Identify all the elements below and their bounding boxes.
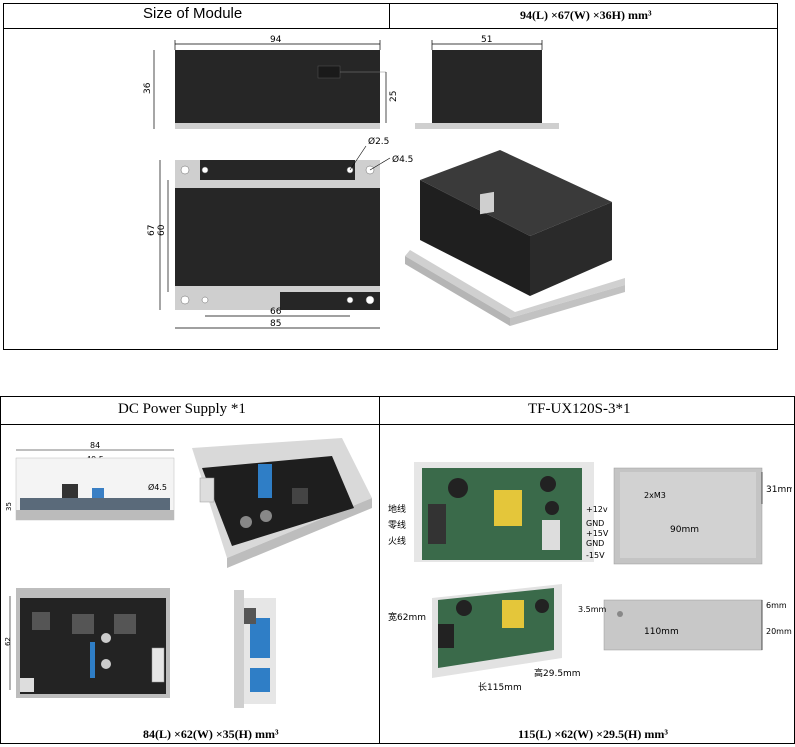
dim-phi-4-5: Ø4.5 bbox=[392, 154, 413, 165]
label-20mm: 20mm bbox=[766, 627, 792, 636]
label-31mm: 31mm bbox=[766, 485, 792, 495]
module-table bbox=[3, 3, 778, 350]
module-front-view: 94 36 25 bbox=[143, 35, 399, 129]
dc-hole-label: Ø4.5 bbox=[148, 482, 167, 492]
dc-power-spec: 84(L) ×62(W) ×35(H) mm³ bbox=[143, 727, 279, 741]
module-3d-render bbox=[405, 150, 625, 326]
dim-84: 84 bbox=[90, 441, 100, 450]
dim-phi-2-5: Ø2.5 bbox=[368, 136, 389, 147]
module-table-col-divider bbox=[389, 3, 390, 29]
tf-pcb-photo bbox=[414, 462, 594, 562]
tf-board-iso-photo bbox=[432, 584, 562, 678]
tf-ux-drawing: 地线 零线 火线 +12v GND +15V GND -15V 2xM3 90m… bbox=[388, 462, 792, 693]
label-plus12: +12v bbox=[586, 505, 608, 514]
label-neutral: 零线 bbox=[388, 519, 406, 531]
dim-85: 85 bbox=[270, 319, 281, 329]
label-minus15: -15V bbox=[586, 551, 605, 560]
label-90mm: 90mm bbox=[670, 525, 699, 535]
dim-62: 62 bbox=[4, 637, 12, 646]
dc-side-view: 84 49.5 Ø4.5 35 bbox=[5, 441, 175, 521]
dim-51: 51 bbox=[481, 35, 492, 45]
dc-iso-view bbox=[192, 438, 372, 568]
dim-35: 35 bbox=[5, 502, 13, 511]
dim-60: 60 bbox=[157, 224, 167, 236]
label-gnd2: GND bbox=[586, 539, 604, 548]
module-plan-view: 67 60 66 85 Ø2.5 Ø4.5 bbox=[147, 136, 413, 329]
label-live: 地线 bbox=[388, 503, 406, 515]
tf-case-side-photo bbox=[603, 599, 763, 651]
label-plus15: +15V bbox=[586, 529, 609, 538]
label-width62: 宽62mm bbox=[388, 611, 426, 623]
module-drawing: 94 36 25 51 67 60 66 bbox=[143, 35, 625, 329]
module-header-label: Size of Module bbox=[143, 5, 243, 22]
dim-25: 25 bbox=[389, 91, 399, 102]
power-table-col-divider bbox=[379, 396, 380, 744]
label-gnd1: GND bbox=[586, 519, 604, 528]
module-side-view: 51 bbox=[415, 35, 559, 129]
dc-power-header: DC Power Supply *1 bbox=[118, 401, 246, 417]
dc-power-drawing: 84 49.5 Ø4.5 35 62 bbox=[4, 438, 372, 708]
tf-case-top-photo bbox=[613, 467, 763, 565]
label-2xm3: 2xM3 bbox=[644, 491, 666, 500]
label-fire: 火线 bbox=[388, 535, 406, 547]
label-110mm: 110mm bbox=[644, 627, 679, 637]
dim-66: 66 bbox=[270, 307, 282, 317]
dim-67: 67 bbox=[147, 225, 157, 236]
power-table-header-divider bbox=[0, 424, 795, 425]
dc-board-side-view bbox=[234, 590, 276, 708]
label-3-5mm: 3.5mm bbox=[578, 605, 607, 614]
dim-36: 36 bbox=[143, 82, 153, 94]
dim-94: 94 bbox=[270, 35, 282, 45]
label-height295: 高29.5mm bbox=[534, 667, 581, 679]
label-6mm: 6mm bbox=[766, 601, 787, 610]
tf-ux-spec: 115(L) ×62(W) ×29.5(H) mm³ bbox=[518, 727, 668, 741]
module-header-spec: 94(L) ×67(W) ×36H) mm³ bbox=[520, 8, 652, 22]
label-len115: 长115mm bbox=[478, 681, 522, 693]
dc-board-top-view: 62 bbox=[4, 588, 170, 698]
module-table-header-divider bbox=[3, 28, 778, 29]
tf-ux-header: TF-UX120S-3*1 bbox=[528, 401, 631, 417]
